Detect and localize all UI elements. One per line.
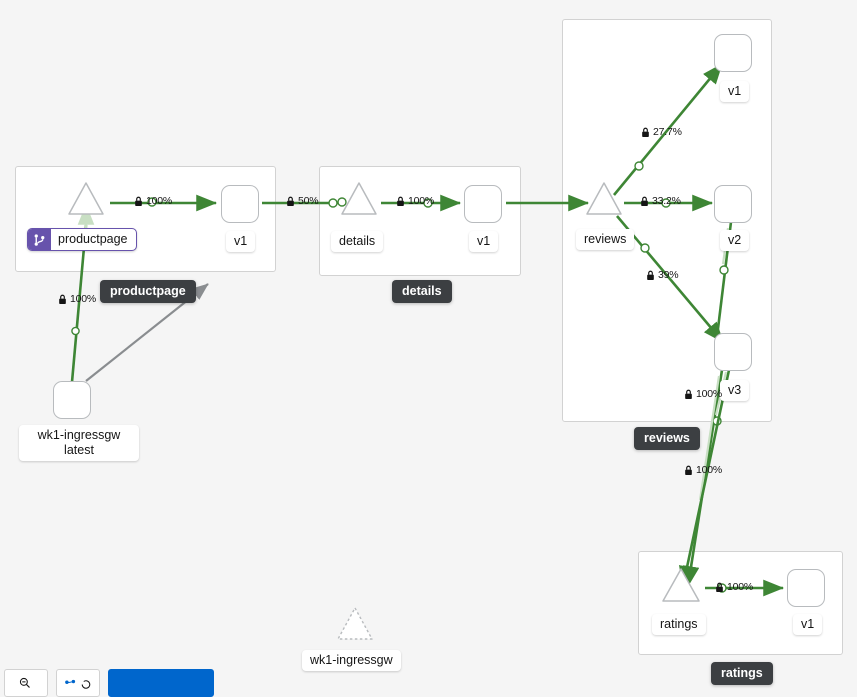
- node-label-ratings-v1[interactable]: v1: [793, 614, 823, 635]
- node-wk1-ingressgw-legend[interactable]: [337, 607, 373, 640]
- edge-pct-text: 33.2%: [652, 195, 681, 207]
- node-ratings-v1[interactable]: [787, 569, 825, 607]
- node-wk1-ingressgw-workload[interactable]: [53, 381, 91, 419]
- node-label-reviews-v3[interactable]: v3: [720, 380, 750, 401]
- node-label-productpage-service[interactable]: productpage: [27, 228, 137, 251]
- node-label-text-productpage: productpage: [58, 232, 128, 246]
- node-label-productpage-v1[interactable]: v1: [226, 231, 256, 252]
- edge-pct-text: 100%: [696, 464, 723, 476]
- lock-icon: [685, 465, 692, 475]
- edge-label-reviews-to-v2[interactable]: 33.2%: [640, 196, 681, 207]
- edge-label-reviewsv2-to-ratings[interactable]: 100%: [684, 465, 722, 476]
- lock-icon: [685, 389, 692, 399]
- node-productpage-v1[interactable]: [221, 185, 259, 223]
- group-label-ratings[interactable]: ratings: [711, 662, 773, 685]
- group-label-reviews[interactable]: reviews: [634, 427, 700, 450]
- node-reviews-v3[interactable]: [714, 333, 752, 371]
- ingressgw-label-line1: wk1-ingressgw: [37, 428, 121, 442]
- lock-icon: [397, 196, 404, 206]
- graph-toolbar[interactable]: [0, 669, 214, 697]
- node-reviews-v1[interactable]: [714, 34, 752, 72]
- lock-icon: [287, 196, 294, 206]
- magnifier-minus-icon: [19, 677, 30, 688]
- node-label-reviews-v2[interactable]: v2: [720, 230, 750, 251]
- node-reviews-v2[interactable]: [714, 185, 752, 223]
- edge-label-reviews-to-v1[interactable]: 27.7%: [641, 127, 682, 138]
- node-label-details-v1[interactable]: v1: [469, 231, 499, 252]
- edge-pct-text: 27.7%: [653, 126, 682, 138]
- lock-icon: [135, 196, 142, 206]
- lock-icon: [59, 294, 66, 304]
- lock-icon: [642, 127, 649, 137]
- edge-label-details-to-v1[interactable]: 100%: [396, 196, 434, 207]
- edge-label-ingressgw-to-productpage[interactable]: 100%: [58, 294, 96, 305]
- node-label-wk1-ingressgw-workload[interactable]: wk1-ingressgw latest: [19, 425, 139, 461]
- git-branch-icon: [28, 229, 51, 250]
- edge-label-reviews-to-v3[interactable]: 39%: [646, 269, 679, 281]
- node-details-v1[interactable]: [464, 185, 502, 223]
- group-label-details[interactable]: details: [392, 280, 452, 303]
- edge-label-productpage-to-v1[interactable]: 100%: [134, 196, 172, 207]
- node-label-reviews-v1[interactable]: v1: [720, 81, 750, 102]
- ingressgw-label-line2: latest: [64, 443, 94, 457]
- group-label-productpage[interactable]: productpage: [100, 280, 196, 303]
- edge-pct-text: 100%: [408, 195, 435, 207]
- edge-pct-text: 100%: [146, 195, 173, 207]
- fit-to-screen-button[interactable]: [56, 669, 100, 697]
- node-label-wk1-ingressgw-legend[interactable]: wk1-ingressgw: [302, 650, 401, 671]
- edge-pct-text: 100%: [696, 388, 723, 400]
- link-icon: [65, 679, 76, 685]
- edge-pct-text: 50%: [298, 195, 319, 207]
- node-label-ratings-service[interactable]: ratings: [652, 614, 706, 635]
- edge-pct-text: 100%: [727, 581, 754, 593]
- lock-icon: [641, 196, 648, 206]
- zoom-out-button[interactable]: [4, 669, 48, 697]
- edge-pct-text: 100%: [70, 293, 97, 305]
- expand-icon: [81, 680, 91, 689]
- lock-icon: [716, 582, 723, 592]
- edge-label-reviewsv3-to-ratings[interactable]: 100%: [684, 389, 722, 400]
- lock-icon: [647, 270, 654, 280]
- edge-label-productpagev1-to-details[interactable]: 50%: [286, 195, 319, 207]
- edge-label-ratings-to-v1[interactable]: 100%: [715, 582, 753, 593]
- node-label-details-service[interactable]: details: [331, 231, 384, 252]
- primary-action-button[interactable]: [108, 669, 214, 697]
- edge-pct-text: 39%: [658, 269, 679, 281]
- node-label-reviews-service[interactable]: reviews: [576, 229, 635, 250]
